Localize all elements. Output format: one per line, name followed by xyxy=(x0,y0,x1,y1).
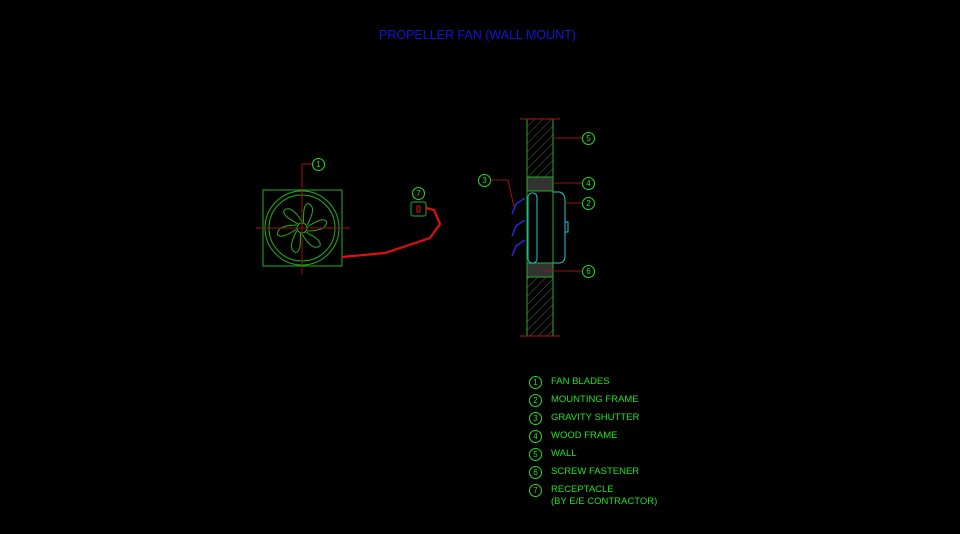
legend-label: WOOD FRAME xyxy=(551,430,618,441)
legend-num: 3 xyxy=(529,412,542,425)
legend-num: 7 xyxy=(529,484,542,497)
receptacle xyxy=(341,201,442,259)
legend-item: 7 RECEPTACLE(BY E/E CONTRACTOR) xyxy=(529,484,657,507)
legend-item: 6 SCREW FASTENER xyxy=(529,466,657,484)
legend-sublabel: (BY E/E CONTRACTOR) xyxy=(551,496,658,507)
legend-label-group: RECEPTACLE(BY E/E CONTRACTOR) xyxy=(551,484,657,508)
legend-label: FAN BLADES xyxy=(551,376,610,387)
callout-6: 6 xyxy=(582,265,595,278)
callout-2: 2 xyxy=(582,197,595,210)
legend-label: MOUNTING FRAME xyxy=(551,394,639,405)
legend-label: SCREW FASTENER xyxy=(551,466,640,477)
legend-label: GRAVITY SHUTTER xyxy=(551,412,640,423)
legend-label: WALL xyxy=(551,448,577,459)
legend-item: 2 MOUNTING FRAME xyxy=(529,394,657,412)
fan-blades-icon xyxy=(275,202,329,254)
legend-label: RECEPTACLE xyxy=(551,484,614,495)
fan-section-view xyxy=(490,118,582,337)
legend: 1 FAN BLADES 2 MOUNTING FRAME 3 GRAVITY SHU… xyxy=(529,376,657,507)
shutter-blades-icon xyxy=(511,197,526,257)
legend-num: 5 xyxy=(529,448,542,461)
callout-7: 7 xyxy=(412,187,425,200)
callout-4: 4 xyxy=(582,177,595,190)
legend-item: 1 FAN BLADES xyxy=(529,376,657,394)
callout-1: 1 xyxy=(312,158,325,171)
legend-item: 5 WALL xyxy=(529,448,657,466)
legend-num: 1 xyxy=(529,376,542,389)
legend-num: 6 xyxy=(529,466,542,479)
power-cable xyxy=(341,206,442,259)
drawing-title: PROPELLER FAN (WALL MOUNT) xyxy=(378,28,577,42)
legend-item: 4 WOOD FRAME xyxy=(529,430,657,448)
legend-num: 2 xyxy=(529,394,542,407)
callout-3: 3 xyxy=(478,174,491,187)
legend-num: 4 xyxy=(529,430,542,443)
callout-5: 5 xyxy=(582,132,595,145)
fan-front-view xyxy=(256,163,350,274)
legend-item: 3 GRAVITY SHUTTER xyxy=(529,412,657,430)
